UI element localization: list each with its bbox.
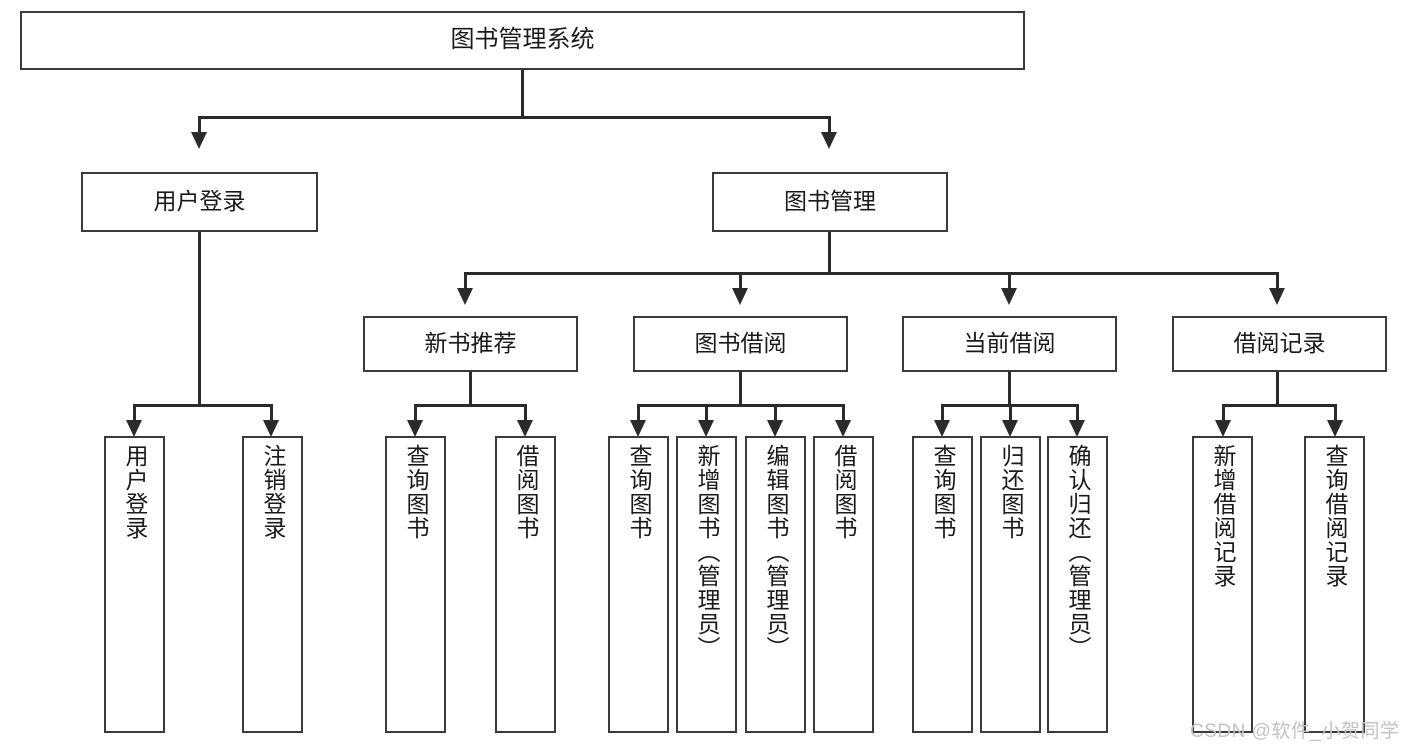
leaf-book-borrow-query-book[interactable]: 查询图书 <box>608 436 669 733</box>
connector-user-login-stem <box>198 232 201 406</box>
node-label: 借阅图书 <box>831 444 857 540</box>
arrowhead-bb-to-leaf-3 <box>767 420 783 437</box>
node-user-login[interactable]: 用户登录 <box>81 172 318 232</box>
node-book-management[interactable]: 图书管理 <box>712 172 948 232</box>
connector-bb-to-leaf-1 <box>637 404 640 424</box>
arrowhead-br-to-leaf-2 <box>1327 420 1343 437</box>
leaf-current-borrow-confirm-return-admin[interactable]: 确认归还（管理员） <box>1047 436 1108 733</box>
leaf-book-borrow-borrow-book[interactable]: 借阅图书 <box>813 436 874 733</box>
connector-book-management-bus <box>464 272 1278 275</box>
node-label: 确认归还（管理员） <box>1065 444 1091 660</box>
connector-cb-to-leaf-1 <box>941 404 944 424</box>
connector-new-book-to-leaf-2 <box>524 404 527 424</box>
node-book-borrow[interactable]: 图书借阅 <box>633 316 848 372</box>
arrowhead-bb-to-leaf-2 <box>698 420 714 437</box>
node-label: 图书借阅 <box>694 330 787 357</box>
node-current-borrow[interactable]: 当前借阅 <box>902 316 1117 372</box>
arrowhead-bm-to-book-borrow <box>732 288 748 305</box>
leaf-user-login-user-login[interactable]: 用户登录 <box>104 436 165 733</box>
connector-cb-to-leaf-2 <box>1009 404 1012 424</box>
node-label: 注销登录 <box>260 444 286 540</box>
connector-borrow-record-bus <box>1222 404 1336 407</box>
leaf-borrow-record-add-record[interactable]: 新增借阅记录 <box>1192 436 1253 733</box>
arrowhead-cb-to-leaf-2 <box>1002 420 1018 437</box>
arrowhead-bm-to-borrow-record <box>1269 288 1285 305</box>
connector-book-management-stem <box>828 232 831 274</box>
leaf-borrow-record-query-record[interactable]: 查询借阅记录 <box>1304 436 1365 733</box>
arrowhead-cb-to-leaf-3 <box>1069 420 1085 437</box>
connector-bb-to-leaf-2 <box>705 404 708 424</box>
leaf-user-login-logout[interactable]: 注销登录 <box>242 436 303 733</box>
arrowhead-cb-to-leaf-1 <box>934 420 950 437</box>
connector-bm-to-book-borrow <box>739 272 742 292</box>
node-label: 编辑图书（管理员） <box>763 444 789 660</box>
arrowhead-br-to-leaf-1 <box>1215 420 1231 437</box>
node-label: 查询图书 <box>930 444 956 540</box>
leaf-current-borrow-query-book[interactable]: 查询图书 <box>912 436 973 733</box>
arrowhead-bb-to-leaf-4 <box>835 420 851 437</box>
node-label: 查询图书 <box>403 444 429 540</box>
node-label: 查询借阅记录 <box>1322 444 1348 588</box>
connector-user-login-to-leaf-2 <box>270 404 273 424</box>
watermark-text: CSDN @软件_小贺同学 <box>1190 721 1400 742</box>
node-label: 借阅记录 <box>1233 330 1326 357</box>
connector-user-login-bus <box>133 404 272 407</box>
connector-bm-to-borrow-record <box>1276 272 1279 292</box>
node-label: 归还图书 <box>998 444 1024 540</box>
connector-book-borrow-bus <box>637 404 843 407</box>
node-label: 新书推荐 <box>424 330 517 357</box>
connector-cb-to-leaf-3 <box>1076 404 1079 424</box>
leaf-current-borrow-return-book[interactable]: 归还图书 <box>980 436 1041 733</box>
connector-user-login-to-leaf-1 <box>133 404 136 424</box>
connector-root-to-book-management <box>828 116 831 134</box>
connector-root-to-user-login <box>198 116 201 134</box>
connector-bb-to-leaf-3 <box>774 404 777 424</box>
connector-book-borrow-stem <box>739 372 742 406</box>
connector-new-book-bus <box>414 404 526 407</box>
connector-bb-to-leaf-4 <box>842 404 845 424</box>
node-label: 图书管理系统 <box>450 26 595 54</box>
connector-br-to-leaf-2 <box>1334 404 1337 424</box>
connector-new-book-stem <box>469 372 472 406</box>
connector-root-stem <box>521 70 524 118</box>
node-label: 新增借阅记录 <box>1210 444 1236 588</box>
arrowhead-bm-to-current-borrow <box>1001 288 1017 305</box>
node-label: 用户登录 <box>153 188 246 215</box>
node-label: 查询图书 <box>626 444 652 540</box>
node-label: 用户登录 <box>122 444 148 540</box>
arrowhead-root-to-book-management <box>821 132 837 149</box>
connector-current-borrow-stem <box>1008 372 1011 406</box>
node-label: 当前借阅 <box>963 330 1056 357</box>
node-label: 新增图书（管理员） <box>694 444 720 660</box>
leaf-new-book-borrow-book[interactable]: 借阅图书 <box>495 436 556 733</box>
arrowhead-bb-to-leaf-1 <box>630 420 646 437</box>
node-label: 图书管理 <box>784 188 876 215</box>
connector-root-bus <box>198 116 831 119</box>
leaf-book-borrow-edit-book-admin[interactable]: 编辑图书（管理员） <box>745 436 806 733</box>
leaf-book-borrow-add-book-admin[interactable]: 新增图书（管理员） <box>676 436 737 733</box>
connector-bm-to-current-borrow <box>1008 272 1011 292</box>
node-root-book-management-system[interactable]: 图书管理系统 <box>20 11 1025 70</box>
connector-br-to-leaf-1 <box>1222 404 1225 424</box>
connector-borrow-record-stem <box>1276 372 1279 406</box>
connector-new-book-to-leaf-1 <box>414 404 417 424</box>
arrowhead-bm-to-new-book <box>457 288 473 305</box>
arrowhead-new-book-to-leaf-1 <box>407 420 423 437</box>
arrowhead-user-login-to-leaf-1 <box>126 420 142 437</box>
arrowhead-user-login-to-leaf-2 <box>263 420 279 437</box>
node-label: 借阅图书 <box>513 444 539 540</box>
arrowhead-root-to-user-login <box>191 132 207 149</box>
leaf-new-book-query-book[interactable]: 查询图书 <box>385 436 446 733</box>
node-new-book-recommend[interactable]: 新书推荐 <box>363 316 578 372</box>
arrowhead-new-book-to-leaf-2 <box>517 420 533 437</box>
connector-bm-to-new-book <box>464 272 467 292</box>
node-borrow-record[interactable]: 借阅记录 <box>1172 316 1387 372</box>
